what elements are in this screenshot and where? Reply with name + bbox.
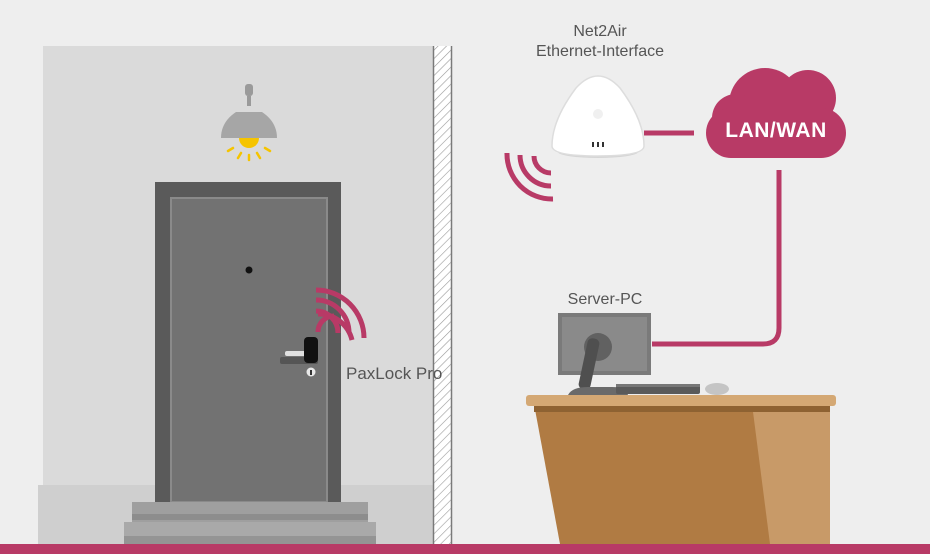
- network-cables: [644, 130, 782, 347]
- cloud-label: LAN/WAN: [725, 119, 827, 142]
- net2air-label: Net2Air Ethernet-Interface: [510, 22, 690, 62]
- server-pc-label: Server-PC: [567, 291, 643, 308]
- door-peephole: [245, 266, 253, 274]
- router-icon: [551, 75, 645, 158]
- cloud-icon: [706, 68, 846, 158]
- door-steps: [124, 502, 376, 544]
- net2air-subtitle: Ethernet-Interface: [535, 43, 665, 60]
- net2air-title: Net2Air: [573, 23, 627, 40]
- door-handle-icon: [280, 337, 318, 377]
- keyboard-icon: [616, 384, 700, 394]
- desk-icon: [526, 395, 836, 544]
- ceiling-lamp-icon: [221, 84, 277, 162]
- wireless-signal-icon: [504, 152, 554, 202]
- paxlock-label: PaxLock Pro: [346, 364, 443, 383]
- dividing-wall: [432, 46, 453, 544]
- mouse-icon: [705, 383, 729, 395]
- bottom-accent-bar: [0, 544, 930, 554]
- monitor-icon: [558, 313, 651, 395]
- wireless-signal-icon: [315, 287, 367, 339]
